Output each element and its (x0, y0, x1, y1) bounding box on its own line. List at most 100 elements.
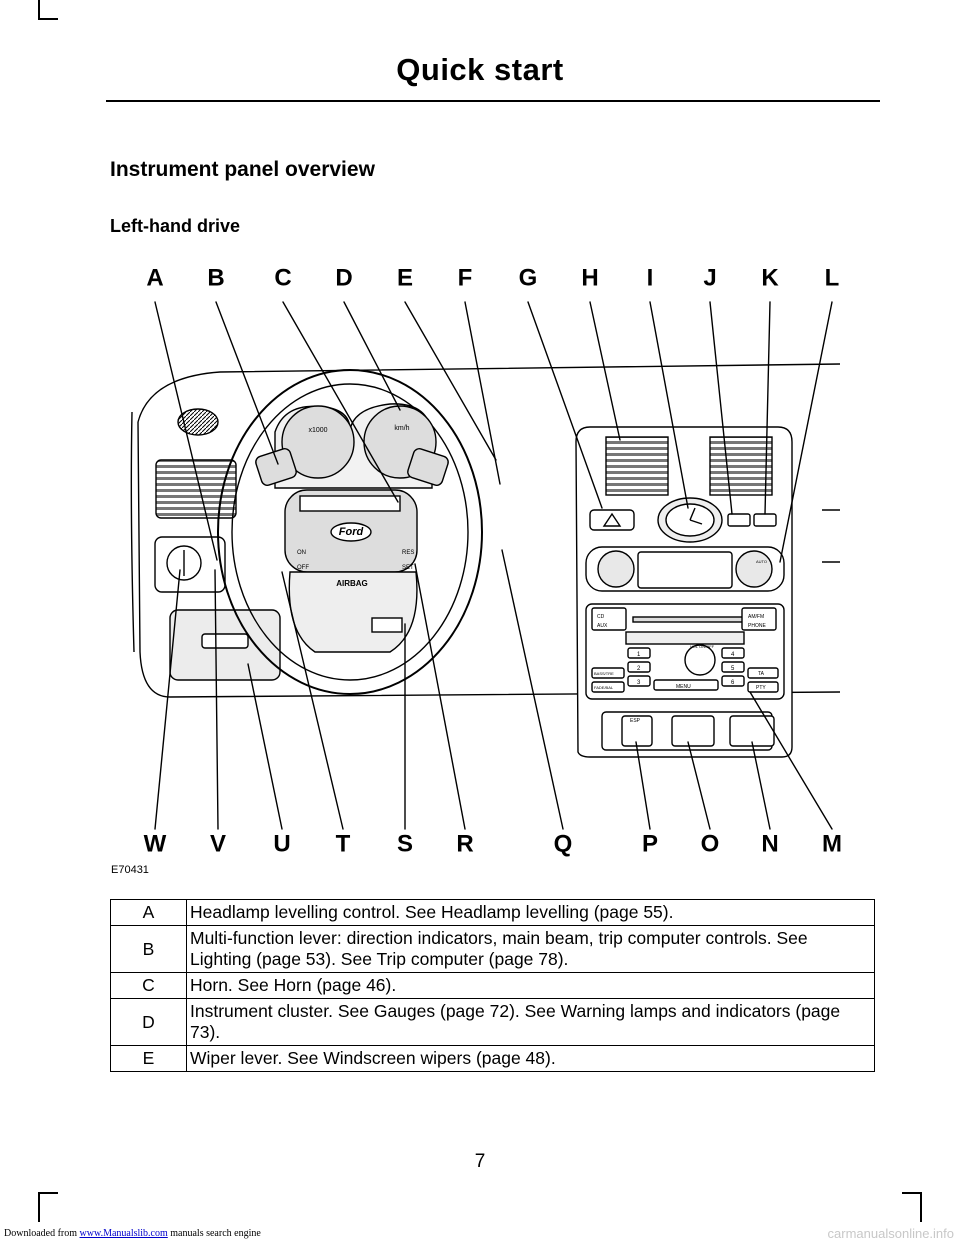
callout-q: Q (554, 831, 573, 858)
callout-s-bg (391, 830, 419, 858)
crop-mark (38, 1192, 40, 1222)
callout-k-bg (756, 264, 784, 292)
callout-o: O (701, 831, 720, 858)
preset-4-text: 4 (731, 652, 735, 658)
callout-v-bg (204, 830, 232, 858)
callout-n-bg (756, 830, 784, 858)
download-suffix: manuals search engine (167, 1228, 261, 1239)
callout-h: H (581, 265, 598, 292)
radio-vol-text: VOL ON/OFF (690, 644, 715, 649)
callout-m: M (822, 831, 842, 858)
callout-j-bg (696, 264, 724, 292)
callout-r: R (456, 831, 473, 858)
callout-w: W (144, 831, 167, 858)
radio-pty-text: PTY (756, 685, 766, 691)
cruise-res-text: RES (402, 550, 414, 556)
callout-g: G (519, 265, 538, 292)
callout-i-bg (636, 264, 664, 292)
radio-bass-text: BASS/TRE (594, 671, 614, 676)
radio-phone-text: PHONE (748, 623, 766, 629)
radio-ta-text: TA (758, 671, 765, 677)
preset-2-text: 2 (637, 666, 641, 672)
callout-b-bg (202, 264, 230, 292)
section-heading: Instrument panel overview (110, 158, 375, 181)
callout-k: K (761, 265, 779, 292)
esp-text: ESP (630, 718, 641, 724)
callout-i: I (647, 265, 654, 292)
preset-1-text: 1 (637, 652, 641, 658)
callout-c-bg (269, 264, 297, 292)
radio-cd-text: CD (597, 614, 605, 620)
callout-d-bg (330, 264, 358, 292)
header-rule (106, 100, 880, 102)
callout-d: D (335, 265, 352, 292)
callout-p: P (642, 831, 658, 858)
page-number: 7 (474, 1151, 486, 1172)
radio-aux-text: AUX (597, 623, 608, 629)
callout-h-bg (576, 264, 604, 292)
page-title: Quick start (396, 52, 564, 87)
legend-description: Headlamp levelling control. See Headlamp… (186, 899, 875, 926)
callout-t-bg (329, 830, 357, 858)
legend-key: A (110, 899, 187, 926)
callout-o-bg (696, 830, 724, 858)
callout-e-bg (391, 264, 419, 292)
radio-fade-text: FADE/BAL (594, 685, 614, 690)
legend-key: B (110, 925, 187, 973)
ford-logo-text: Ford (339, 526, 364, 538)
callout-b: B (207, 265, 224, 292)
rpm-unit: x1000 (308, 427, 327, 434)
callout-f-bg (451, 264, 479, 292)
callout-g-bg (514, 264, 542, 292)
callout-l: L (825, 265, 840, 292)
watermark: carmanualsonline.info (827, 1226, 954, 1241)
crop-mark (38, 0, 40, 20)
crop-mark (38, 18, 58, 20)
callout-u-bg (268, 830, 296, 858)
callout-p-bg (636, 830, 664, 858)
legend-description: Multi-function lever: direction indicato… (186, 925, 875, 973)
figure-id: E70431 (111, 864, 149, 876)
airbag-text: AIRBAG (336, 579, 368, 588)
climate-auto-text: AUTO (756, 559, 767, 564)
speed-unit: km/h (394, 425, 409, 432)
legend-description: Instrument cluster. See Gauges (page 72)… (186, 998, 875, 1046)
preset-5-text: 5 (731, 666, 735, 672)
radio-menu-text: MENU (676, 684, 691, 690)
callout-q-bg (549, 830, 577, 858)
callout-e: E (397, 265, 413, 292)
legend-key: E (110, 1045, 187, 1072)
legend-key: D (110, 998, 187, 1046)
callout-l-bg (818, 264, 846, 292)
sub-heading: Left-hand drive (110, 216, 241, 236)
manualslib-link[interactable]: www.Manualslib.com (79, 1228, 168, 1239)
crop-mark (902, 1192, 922, 1194)
crop-mark (38, 1192, 58, 1194)
legend-description: Wiper lever. See Windscreen wipers (page… (186, 1045, 875, 1072)
callout-n: N (761, 831, 778, 858)
download-banner: Downloaded from www.Manualslib.com manua… (4, 1228, 261, 1239)
callout-a: A (146, 265, 163, 292)
callout-f: F (458, 265, 473, 292)
callout-j: J (703, 265, 716, 292)
crop-mark (920, 1192, 922, 1222)
legend-key: C (110, 972, 187, 999)
legend-description: Horn. See Horn (page 46). (186, 972, 875, 999)
callout-m-bg (818, 830, 846, 858)
callout-c: C (274, 265, 291, 292)
radio-amfm-text: AM/FM (748, 614, 764, 620)
callout-a-bg (141, 264, 169, 292)
callout-r-bg (451, 830, 479, 858)
download-prefix: Downloaded from (4, 1228, 80, 1239)
callout-w-bg (141, 830, 169, 858)
cruise-on-text: ON (297, 550, 306, 556)
preset-3-text: 3 (637, 680, 641, 686)
callout-u: U (273, 831, 290, 858)
